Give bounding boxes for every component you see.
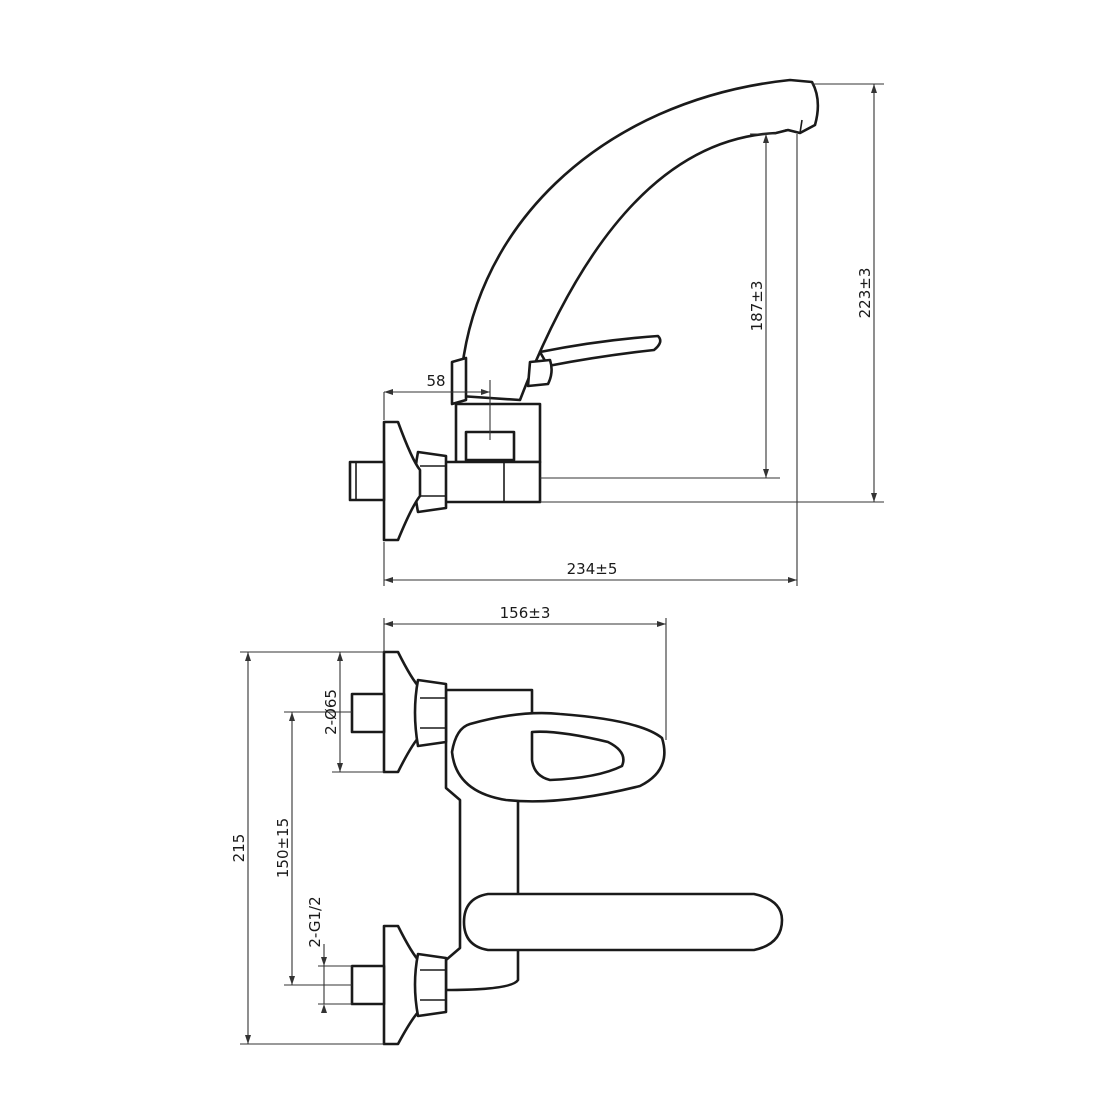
dim-150-label: 150±15: [274, 818, 292, 878]
top-dimensions: 156±3 215 150±15 2-Ø65 2-G1/2: [230, 604, 667, 1045]
dim-flange-label: 2-Ø65: [322, 689, 340, 735]
upper-nut: [413, 678, 448, 748]
side-dimensions: 58 187±3 223±3 234±5: [383, 83, 884, 586]
lever-side: [538, 334, 662, 368]
upper-pipe: [350, 692, 386, 734]
dim-187-label: 187±3: [748, 281, 766, 332]
lower-pipe: [350, 964, 386, 1006]
eccentric-pipe: [348, 460, 386, 502]
top-view: [350, 650, 784, 1046]
lever-grip: [530, 730, 625, 782]
cartridge-cap: [450, 356, 468, 406]
dim-156-label: 156±3: [500, 604, 551, 622]
side-view: [348, 78, 820, 542]
dim-58-label: 58: [426, 372, 445, 390]
dim-234-label: 234±5: [567, 560, 618, 578]
body-base: [440, 460, 542, 504]
dim-223-label: 223±3: [856, 268, 874, 319]
lower-nut: [413, 952, 448, 1018]
spout-top: [462, 892, 784, 952]
dim-thread-label: 2-G1/2: [306, 896, 324, 947]
wall-flange: [382, 420, 422, 542]
dim-215-label: 215: [230, 834, 248, 863]
spout: [458, 78, 820, 402]
